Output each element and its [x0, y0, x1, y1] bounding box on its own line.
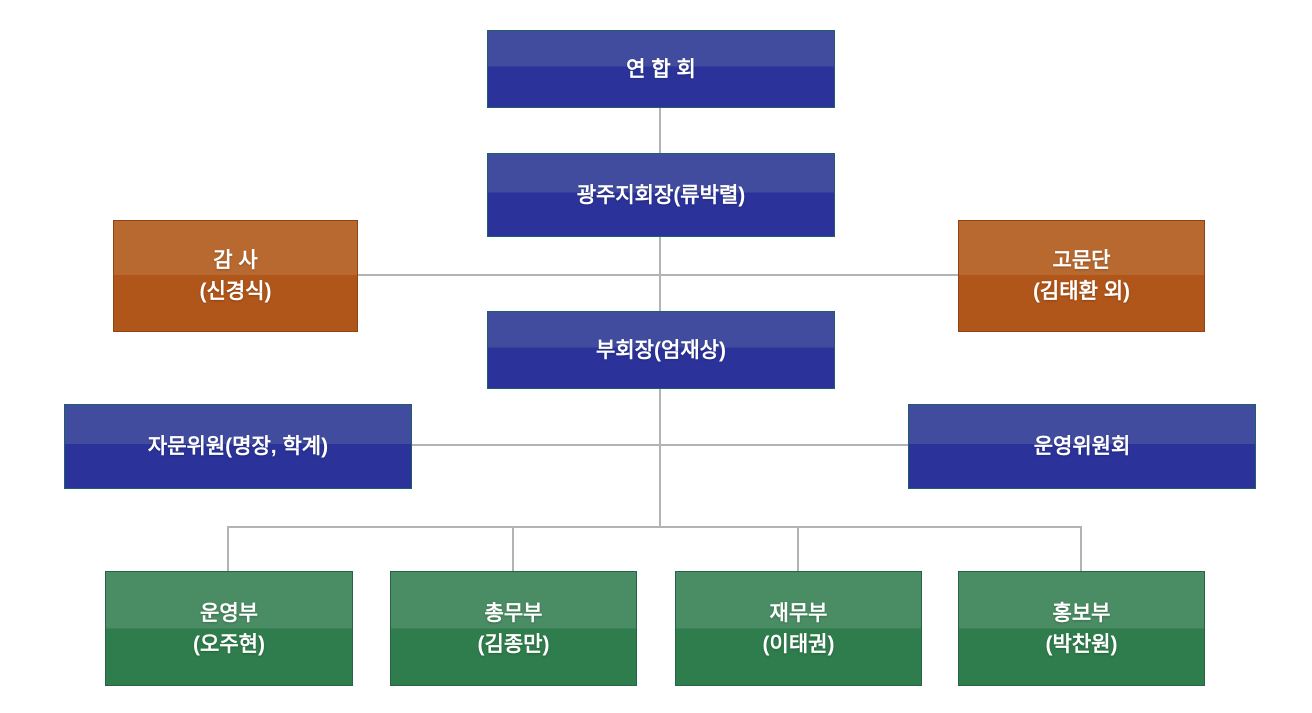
org-node-label: 운영부: [200, 601, 258, 625]
org-node-person: (박찬원): [1045, 632, 1118, 656]
org-node-person: (오주현): [193, 632, 265, 656]
org-node-vice-chairman: 부회장(엄재상): [487, 311, 835, 389]
connector-drop-general-affairs: [512, 526, 514, 571]
org-node-person: (이태권): [762, 632, 835, 656]
org-node-label: 연 합 회: [626, 57, 696, 81]
connector-drop-operations: [227, 526, 229, 571]
connector-departments-bus: [227, 526, 1081, 528]
connector-drop-finance: [797, 526, 799, 571]
org-node-dept-public-relations: 홍보부 (박찬원): [958, 571, 1205, 686]
org-node-person: (신경식): [199, 280, 272, 303]
org-node-label: 총무부: [484, 601, 543, 625]
org-node-federation: 연 합 회: [487, 30, 835, 108]
org-node-label: 자문위원(명장, 학계): [147, 435, 329, 458]
org-node-dept-operations: 운영부 (오주현): [105, 571, 353, 686]
org-node-advisory-members: 자문위원(명장, 학계): [64, 404, 412, 489]
org-node-person: (김종만): [477, 632, 550, 656]
org-node-label: 재무부: [769, 601, 828, 625]
connector-advisory-members-steering: [410, 444, 908, 446]
org-node-label: 운영위원회: [1033, 435, 1131, 458]
org-node-steering-committee: 운영위원회: [908, 404, 1256, 489]
org-node-dept-general-affairs: 총무부 (김종만): [390, 571, 637, 686]
connector-auditor-advisory-board: [356, 274, 958, 276]
org-node-chapter-head: 광주지회장(류박렬): [487, 153, 835, 237]
org-node-label: 홍보부: [1052, 601, 1111, 625]
org-node-label: 감 사: [213, 249, 258, 272]
connector-drop-public-relations: [1080, 526, 1082, 571]
org-node-advisory-board: 고문단 (김태환 외): [958, 220, 1205, 332]
org-node-auditor: 감 사 (신경식): [113, 220, 358, 332]
org-node-label: 부회장(엄재상): [596, 338, 726, 362]
org-node-dept-finance: 재무부 (이태권): [675, 571, 922, 686]
org-node-label: 고문단: [1052, 249, 1111, 272]
org-node-person: (김태환 외): [1032, 280, 1131, 303]
org-node-label: 광주지회장(류박렬): [576, 183, 746, 207]
